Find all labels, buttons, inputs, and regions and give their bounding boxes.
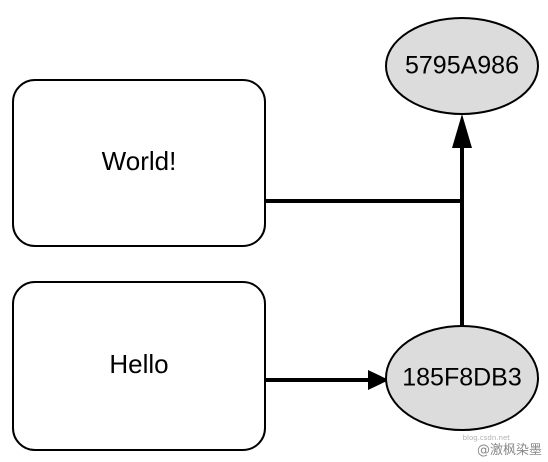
top-hash-label: 5795A986 — [405, 52, 519, 80]
watermark-subtext: blog.csdn.net — [462, 434, 510, 442]
bottom-hash-node: 185F8DB3 — [385, 325, 539, 431]
world-box: World! — [12, 79, 266, 247]
trunk-to-top-arrowhead — [452, 114, 472, 148]
hello-box: Hello — [12, 281, 266, 451]
hello-box-label: Hello — [109, 349, 168, 379]
watermark: @激枫染墨 — [476, 443, 542, 458]
bottom-hash-label: 185F8DB3 — [402, 364, 522, 392]
hello-to-hash-arrowhead — [368, 370, 389, 390]
top-hash-node: 5795A986 — [385, 17, 539, 115]
world-box-label: World! — [102, 146, 177, 176]
